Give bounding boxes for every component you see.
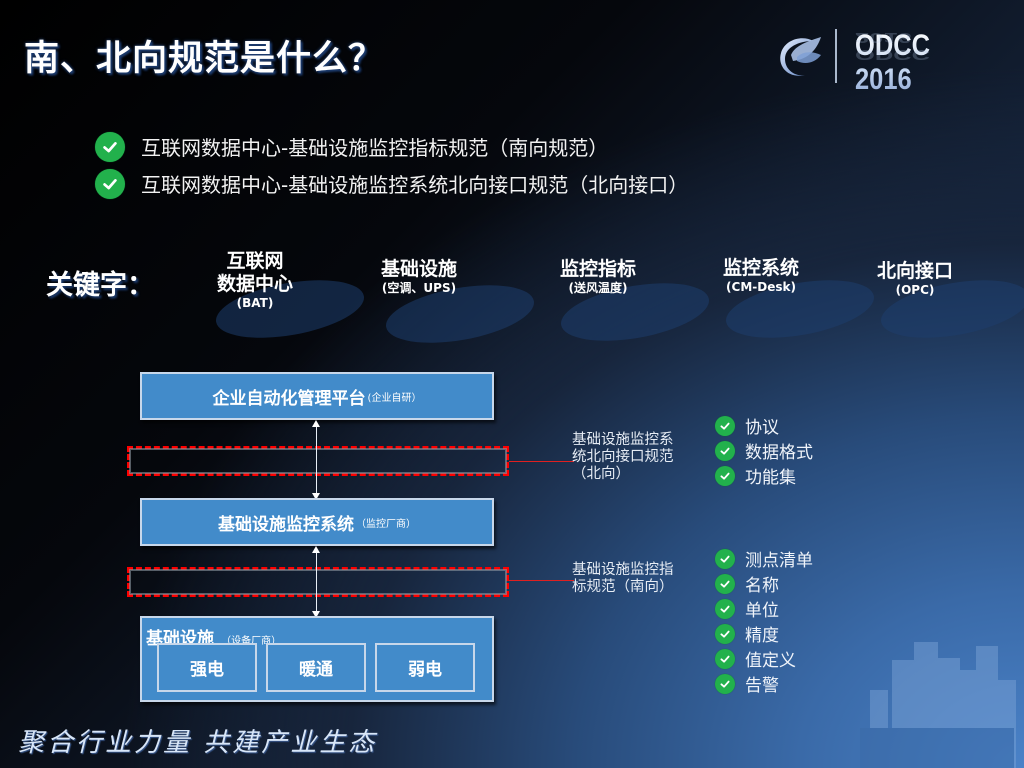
keyword-monitoring-system: 监控系统 (CM-Desk) bbox=[686, 257, 836, 295]
check-circle-icon bbox=[95, 168, 125, 199]
bidirectional-arrow bbox=[316, 425, 317, 497]
box-subtitle: (企业自研） bbox=[367, 392, 422, 404]
feature-item: 值定义 bbox=[715, 646, 813, 671]
feature-text: 值定义 bbox=[745, 651, 796, 671]
callout-line: （北向） bbox=[572, 466, 630, 482]
bullet-text: 互联网数据中心-基础设施监控指标规范（南向规范） bbox=[141, 136, 609, 160]
feature-text: 测点清单 bbox=[745, 551, 813, 571]
keyword-sub: (CM-Desk) bbox=[726, 280, 796, 294]
feature-text: 协议 bbox=[745, 418, 779, 438]
feature-item: 精度 bbox=[715, 621, 813, 646]
low-voltage-box: 弱电 bbox=[375, 643, 475, 692]
check-circle-icon bbox=[715, 598, 735, 619]
hvac-box: 暖通 bbox=[266, 643, 366, 692]
odcc-logo: ODCC 2016 ODCC 2016 bbox=[775, 25, 1015, 96]
keyword-main: 北向接口 bbox=[876, 260, 953, 282]
keyword-main: 监控系统 bbox=[722, 257, 799, 279]
feature-item: 功能集 bbox=[715, 463, 813, 488]
enterprise-platform-box: 企业自动化管理平台 (企业自研） bbox=[140, 372, 494, 420]
keywords-label: 关键字： bbox=[46, 270, 154, 301]
box-subtitle: （监控厂商） bbox=[356, 518, 416, 530]
bullet-list: 互联网数据中心-基础设施监控指标规范（南向规范） 互联网数据中心-基础设施监控系… bbox=[95, 128, 688, 202]
northbound-interface-band bbox=[127, 446, 509, 476]
keyword-sub: (送风温度) bbox=[568, 281, 628, 295]
callout-line: 统北向接口规范 bbox=[572, 449, 674, 465]
check-circle-icon bbox=[95, 131, 125, 162]
northbound-features: 协议 数据格式 功能集 bbox=[715, 413, 813, 488]
keyword-metrics: 监控指标 (送风温度) bbox=[523, 258, 673, 296]
arrow-down-icon bbox=[312, 493, 320, 500]
box-title: 企业自动化管理平台 bbox=[212, 388, 366, 409]
keyword-main: 监控指标 bbox=[559, 258, 636, 280]
keyword-main: 数据中心 bbox=[216, 273, 293, 295]
city-skyline-icon bbox=[860, 642, 1016, 768]
feature-text: 精度 bbox=[745, 626, 779, 646]
south-connector-line bbox=[509, 580, 574, 581]
feature-text: 单位 bbox=[745, 601, 779, 621]
feature-text: 告警 bbox=[745, 676, 779, 696]
monitoring-system-box: 基础设施监控系统 （监控厂商） bbox=[140, 498, 494, 546]
northbound-callout: 基础设施监控系 统北向接口规范 （北向） bbox=[572, 432, 674, 483]
arrow-up-icon bbox=[312, 420, 320, 427]
check-circle-icon bbox=[715, 673, 735, 694]
box-subtitle: （设备厂商） bbox=[221, 636, 282, 647]
bullet-item: 互联网数据中心-基础设施监控系统北向接口规范（北向接口） bbox=[95, 165, 688, 202]
callout-line: 基础设施监控指 bbox=[572, 562, 674, 578]
north-connector-line bbox=[509, 461, 574, 462]
keyword-idc: 互联网 数据中心 (BAT) bbox=[180, 250, 330, 311]
bidirectional-arrow bbox=[316, 551, 317, 615]
feature-item: 协议 bbox=[715, 413, 813, 438]
odcc-emblem-icon bbox=[780, 37, 821, 76]
infrastructure-box: 基础设施 （设备厂商） 强电 暖通 弱电 bbox=[140, 616, 494, 702]
callout-line: 基础设施监控系 bbox=[572, 432, 674, 448]
power-box: 强电 bbox=[157, 643, 257, 692]
check-circle-icon bbox=[715, 573, 735, 594]
southbound-metrics-band bbox=[127, 567, 509, 597]
keyword-northbound: 北向接口 (OPC) bbox=[840, 260, 990, 298]
southbound-callout: 基础设施监控指 标规范（南向） bbox=[572, 562, 674, 596]
logo-text: ODCC 2016 bbox=[855, 29, 991, 97]
check-circle-icon bbox=[715, 440, 735, 461]
slogan: 聚合行业力量 共建产业生态 bbox=[18, 728, 378, 758]
slide-title: 南、北向规范是什么？ bbox=[24, 39, 385, 79]
callout-line: 标规范（南向） bbox=[572, 579, 674, 595]
logo-divider bbox=[835, 29, 837, 83]
keyword-sub: (OPC) bbox=[895, 283, 935, 297]
arrow-up-icon bbox=[312, 546, 320, 553]
check-circle-icon bbox=[715, 648, 735, 669]
check-circle-icon bbox=[715, 465, 735, 486]
keyword-infrastructure: 基础设施 (空调、UPS) bbox=[344, 258, 494, 296]
keyword-main: 互联网 bbox=[226, 250, 284, 272]
arrow-down-icon bbox=[312, 611, 320, 618]
feature-item: 单位 bbox=[715, 596, 813, 621]
feature-item: 告警 bbox=[715, 671, 813, 696]
bullet-text: 互联网数据中心-基础设施监控系统北向接口规范（北向接口） bbox=[141, 173, 689, 197]
feature-item: 名称 bbox=[715, 571, 813, 596]
feature-text: 名称 bbox=[745, 576, 779, 596]
feature-item: 数据格式 bbox=[715, 438, 813, 463]
feature-text: 数据格式 bbox=[745, 443, 813, 463]
box-title: 基础设施监控系统 bbox=[218, 514, 354, 535]
southbound-features: 测点清单 名称 单位 精度 值定义 告警 bbox=[715, 546, 813, 696]
feature-item: 测点清单 bbox=[715, 546, 813, 571]
keyword-main: 基础设施 bbox=[380, 258, 457, 280]
keyword-sub: (空调、UPS) bbox=[381, 281, 457, 295]
check-circle-icon bbox=[715, 548, 735, 569]
check-circle-icon bbox=[715, 415, 735, 436]
bullet-item: 互联网数据中心-基础设施监控指标规范（南向规范） bbox=[95, 128, 688, 165]
keyword-sub: (BAT) bbox=[236, 296, 274, 310]
check-circle-icon bbox=[715, 623, 735, 644]
logo-reflection: ODCC 2016 bbox=[855, 29, 931, 64]
feature-text: 功能集 bbox=[745, 468, 796, 488]
